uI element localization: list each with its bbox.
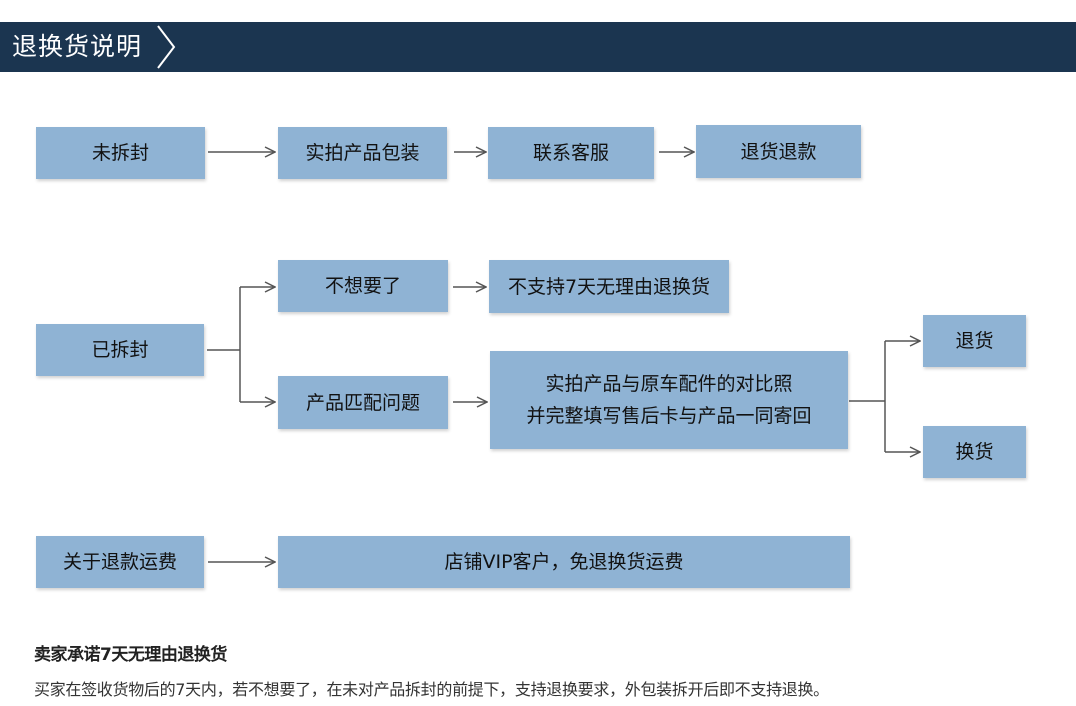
header-bar: 退换货说明 xyxy=(0,22,1076,72)
chevron-right-icon xyxy=(157,25,176,69)
node-refund-shipping: 关于退款运费 xyxy=(36,536,204,588)
node-contact-service: 联系客服 xyxy=(488,127,654,179)
node-exchange: 换货 xyxy=(923,426,1026,478)
note-title: 卖家承诺7天无理由退换货 xyxy=(34,645,227,665)
node-product-mismatch: 产品匹配问题 xyxy=(278,376,448,429)
node-photo-compare-send-back: 实拍产品与原车配件的对比照 并完整填写售后卡与产品一同寄回 xyxy=(490,351,848,449)
node-return: 退货 xyxy=(923,315,1026,367)
node-no-7day-return: 不支持7天无理由退换货 xyxy=(489,260,729,313)
node-no-longer-want: 不想要了 xyxy=(278,260,448,312)
page-title: 退换货说明 xyxy=(12,32,143,61)
node-vip-free-shipping: 店铺VIP客户，免退换货运费 xyxy=(278,536,850,588)
note-text: 买家在签收货物后的7天内，若不想要了，在未对产品拆封的前提下，支持退换要求，外包… xyxy=(34,680,829,699)
node-unopened: 未拆封 xyxy=(36,127,205,179)
node-action-line-2: 并完整填写售后卡与产品一同寄回 xyxy=(526,405,812,427)
node-photo-packaging: 实拍产品包装 xyxy=(278,127,447,179)
node-return-refund: 退货退款 xyxy=(696,125,861,178)
node-action-line-1: 实拍产品与原车配件的对比照 xyxy=(545,373,793,395)
node-opened: 已拆封 xyxy=(36,324,204,376)
